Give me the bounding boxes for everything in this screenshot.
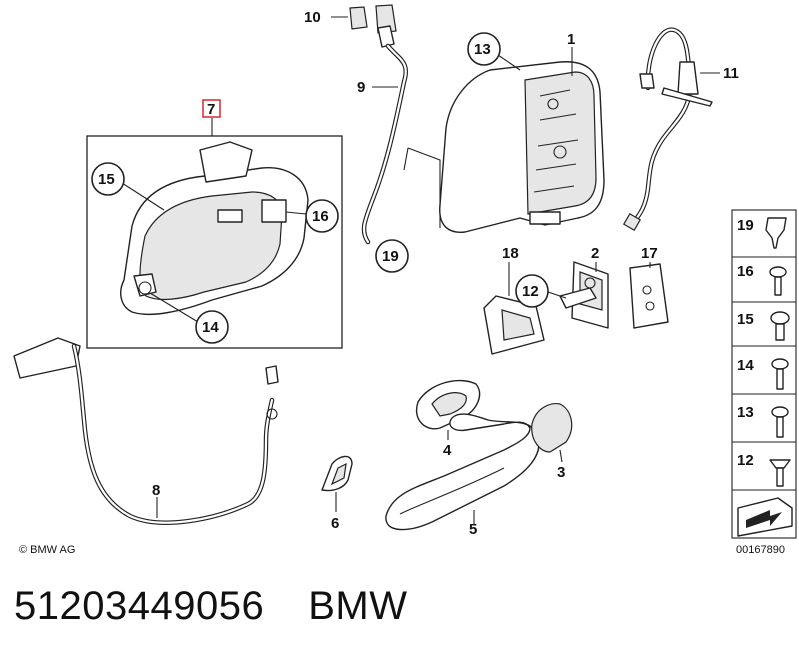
callout-10: 10 [304, 9, 321, 26]
callout-1: 1 [567, 31, 575, 48]
part-2-striker [547, 261, 609, 329]
copyright: © BMW AG [19, 544, 75, 556]
drawing-number: 00167890 [736, 544, 785, 556]
callout-18: 18 [502, 245, 519, 262]
callout-8: 8 [152, 482, 160, 499]
callout-12: 12 [522, 283, 539, 300]
callout-7: 7 [207, 101, 215, 118]
callout-6: 6 [331, 515, 339, 532]
legend-label-5: 13 [737, 404, 754, 421]
legend-label-1: 19 [737, 217, 754, 234]
brand-name: BMW [308, 584, 408, 628]
part-8-cable [13, 337, 279, 525]
part-17 [629, 262, 669, 329]
callout-9: 9 [357, 79, 365, 96]
callout-19: 19 [382, 248, 399, 265]
callout-17: 17 [641, 245, 658, 262]
callout-13: 13 [474, 41, 491, 58]
callout-labels: 10 9 1 11 7 18 2 17 4 3 8 6 5 13 15 16 1… [19, 9, 785, 556]
part-11-cable [622, 27, 720, 232]
part-4-gasket [415, 379, 481, 440]
part-5-handle [385, 413, 540, 531]
legend-label-4: 14 [737, 357, 754, 374]
legend-label-2: 16 [737, 263, 754, 280]
part-10-caps [331, 4, 397, 34]
callout-11: 11 [723, 65, 739, 82]
callout-16: 16 [312, 208, 329, 225]
callout-3: 3 [557, 464, 565, 481]
parts-diagram: 10 9 1 11 7 18 2 17 4 3 8 6 5 13 15 16 1… [13, 4, 797, 556]
part-1-lock-body [439, 47, 605, 233]
part-6 [321, 455, 353, 512]
legend-label-3: 15 [737, 311, 754, 328]
callout-4: 4 [443, 442, 452, 459]
part-9-rod [361, 25, 441, 245]
callout-15: 15 [98, 171, 115, 188]
legend-label-6: 12 [737, 452, 754, 469]
callout-14: 14 [202, 319, 219, 336]
part-caption: 51203449056 BMW [14, 584, 407, 629]
callout-2: 2 [591, 245, 599, 262]
fastener-legend [731, 209, 797, 539]
callout-5: 5 [469, 521, 477, 538]
part-3-cap [531, 403, 573, 463]
part-number: 51203449056 [14, 584, 265, 628]
